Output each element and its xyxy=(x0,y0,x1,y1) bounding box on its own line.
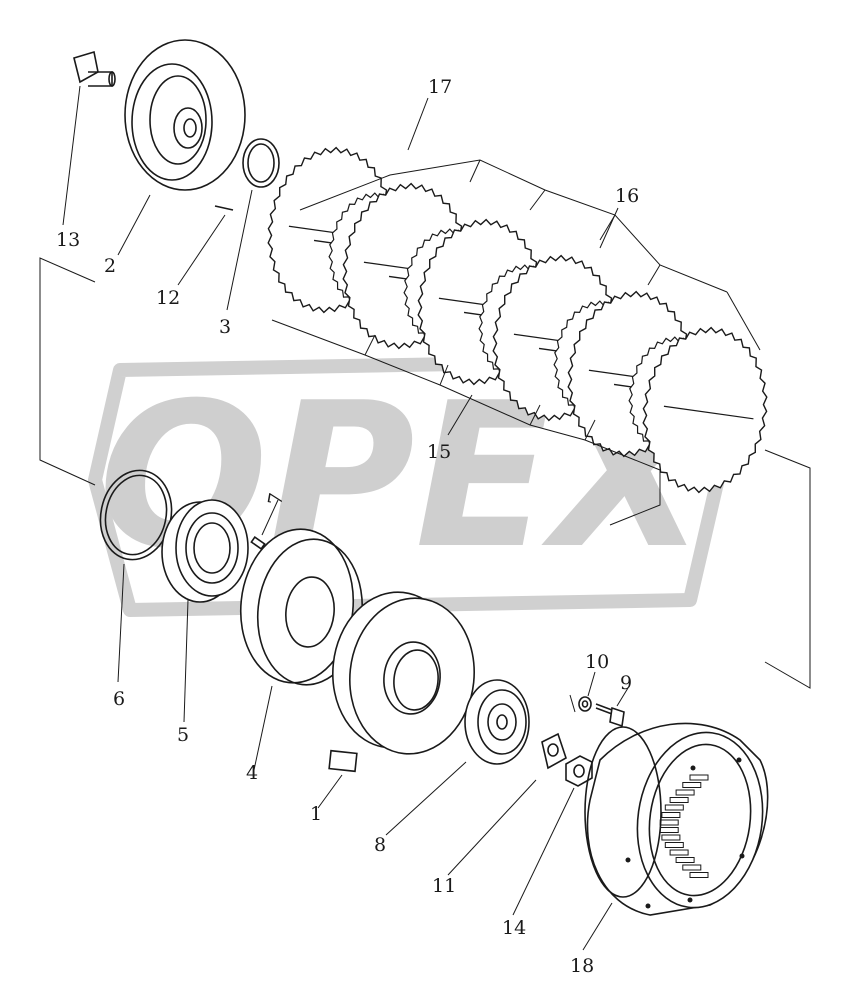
part-12-pin xyxy=(177,205,234,286)
ring-gear-tooth xyxy=(682,864,702,871)
part-10-washer xyxy=(569,671,596,713)
callout-8: 8 xyxy=(374,834,386,856)
part-11-lock-plate xyxy=(447,732,567,876)
ring-gear-tooth xyxy=(664,842,684,848)
callout-6: 6 xyxy=(113,688,125,710)
part-8-hub xyxy=(385,679,530,836)
part-14-nut xyxy=(512,755,593,916)
callout-5: 5 xyxy=(177,724,189,746)
part-4-disc xyxy=(239,528,364,771)
leader-lines-stack xyxy=(407,97,619,436)
ring-gear-tooth xyxy=(682,782,702,788)
callout-18: 18 xyxy=(570,955,594,977)
ring-gear-tooth xyxy=(689,872,709,878)
callout-10: 10 xyxy=(585,651,609,673)
ring-gear-tooth xyxy=(689,774,709,781)
part-7-pin xyxy=(250,499,279,551)
ring-gear-tooth xyxy=(661,812,681,818)
ring-gear-tooth xyxy=(659,827,679,833)
assembly-bracket xyxy=(39,257,811,689)
callout-16: 16 xyxy=(615,185,639,207)
ring-gear-tooth xyxy=(664,804,684,811)
ring-gear-teeth xyxy=(659,774,709,878)
callout-13: 13 xyxy=(56,229,80,251)
part-18-ring-gear xyxy=(582,722,769,951)
part-13-bolt xyxy=(62,50,116,226)
callout-1: 1 xyxy=(310,803,322,825)
callout-15: 15 xyxy=(427,441,451,463)
plate-stack-bracket xyxy=(271,159,761,526)
part-9-bolt xyxy=(595,687,629,728)
callout-3: 3 xyxy=(219,316,231,338)
ring-gear-tooth xyxy=(659,819,679,826)
clutch-plate-stack xyxy=(267,146,768,494)
callout-7: 7 xyxy=(264,491,288,507)
ring-gear-tooth xyxy=(669,849,689,856)
ring-gear-tooth xyxy=(669,797,689,803)
part-5-bearing xyxy=(161,499,249,723)
part-2-gear-carrier xyxy=(117,39,246,256)
callout-labels: 13 2 12 3 17 16 15 6 5 7 4 1 8 10 9 11 1… xyxy=(56,76,639,977)
ring-gear-tooth xyxy=(675,857,695,863)
callout-17: 17 xyxy=(428,76,452,98)
part-1-piston xyxy=(317,591,475,809)
callout-2: 2 xyxy=(104,255,116,277)
callout-12: 12 xyxy=(156,287,180,309)
ring-gear-tooth xyxy=(675,789,695,796)
callout-14: 14 xyxy=(502,917,526,939)
external-tooth-plate xyxy=(642,326,768,494)
part-3-snap-ring xyxy=(226,138,280,311)
callout-4: 4 xyxy=(246,762,258,784)
callout-9: 9 xyxy=(620,672,632,694)
callout-11: 11 xyxy=(432,875,456,897)
ring-gear-tooth xyxy=(661,834,681,841)
